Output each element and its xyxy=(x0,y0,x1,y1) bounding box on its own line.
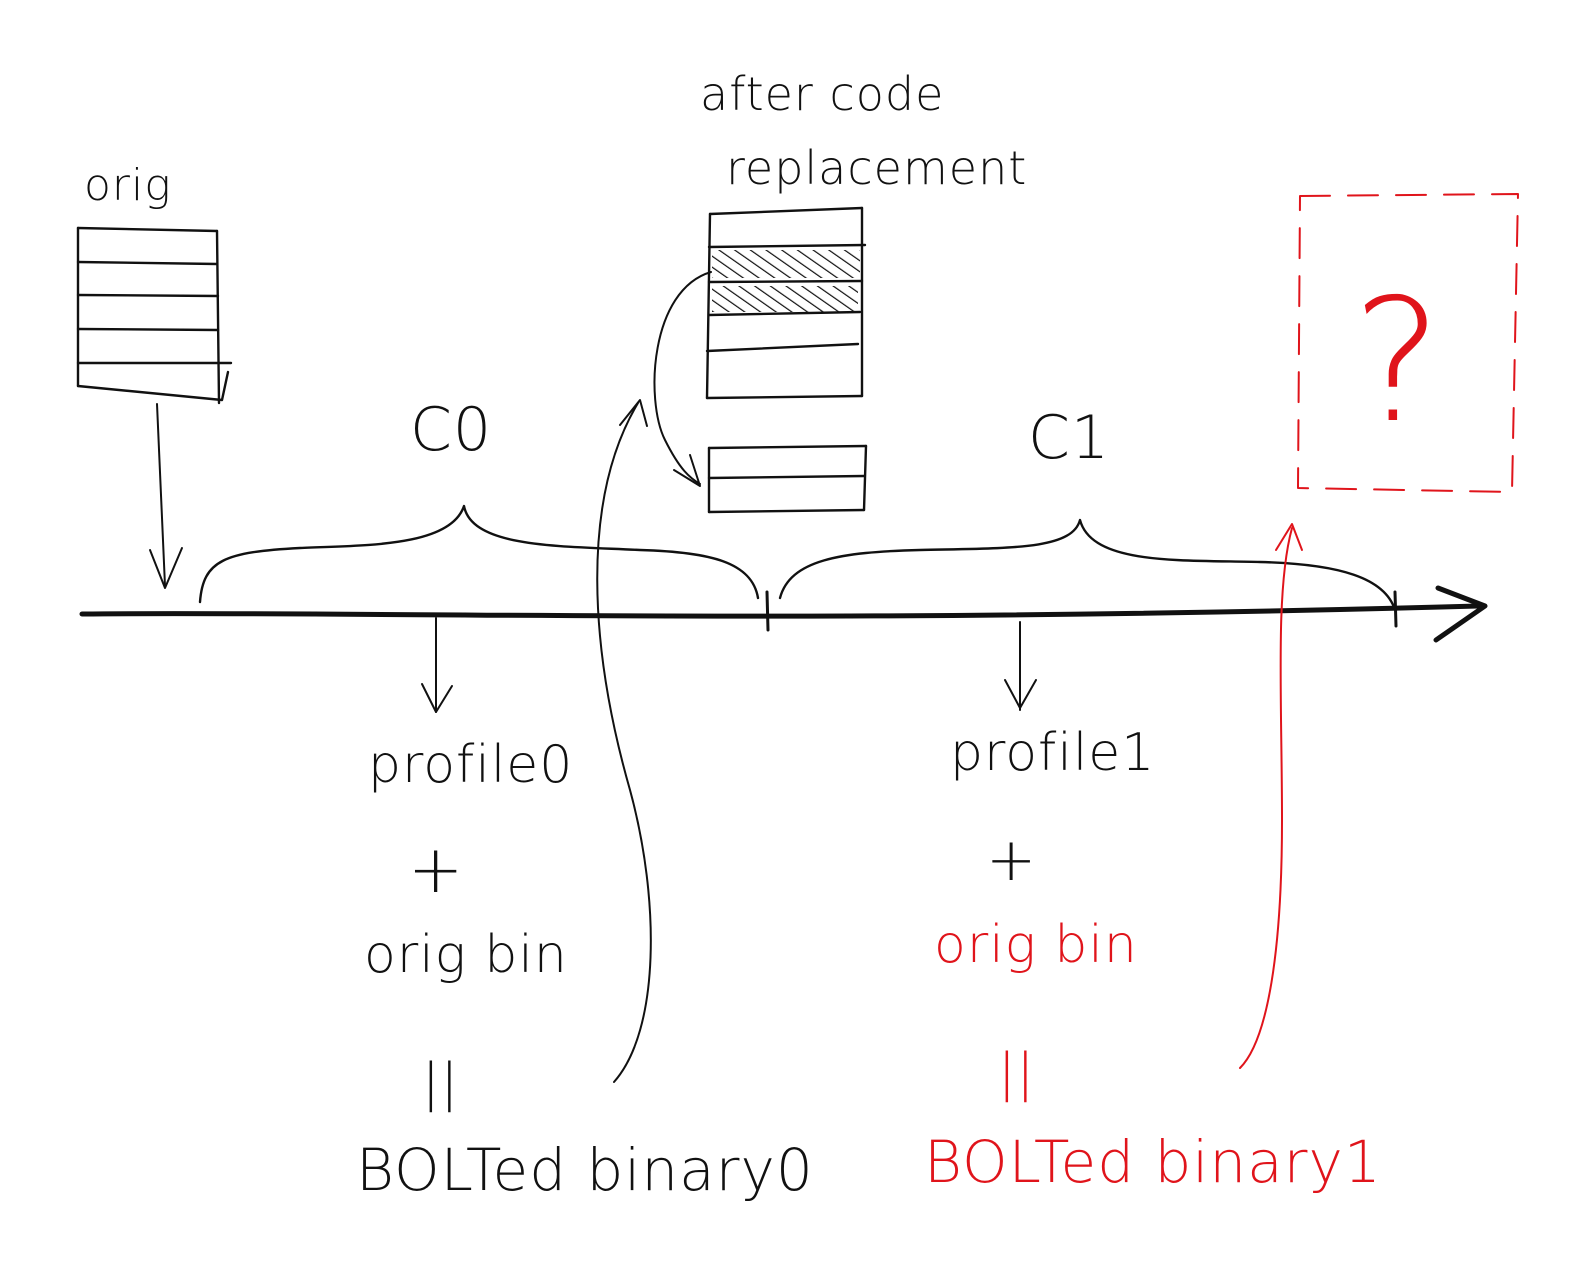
plus-left: + xyxy=(408,831,464,908)
after-code-label: after code xyxy=(700,67,944,121)
c0-label: C0 xyxy=(410,395,492,465)
hatched-row-1 xyxy=(712,250,860,278)
replacement-label: replacement xyxy=(726,141,1027,195)
relocated-code-block xyxy=(707,444,868,514)
bolted0-feedback-arrow xyxy=(596,399,652,1083)
profile1-label: profile1 xyxy=(950,723,1155,783)
orig-bin-left: orig bin xyxy=(364,925,568,985)
timeline-axis xyxy=(79,585,1488,643)
equals-right: || xyxy=(998,1043,1035,1103)
equals-left: || xyxy=(422,1053,459,1113)
orig-label: orig xyxy=(84,160,172,211)
orig-arrow xyxy=(149,403,183,589)
c0-brace xyxy=(198,504,760,604)
bolted1-feedback-arrow xyxy=(1239,523,1303,1069)
bolted-binary1-label: BOLTed binary1 xyxy=(924,1128,1382,1196)
c1-label: C1 xyxy=(1028,403,1110,473)
relocation-arrow xyxy=(653,271,712,487)
c1-profile-arrow xyxy=(1004,621,1037,711)
hatched-row-2 xyxy=(712,286,858,312)
c1-brace xyxy=(778,518,1397,612)
after-replacement-block xyxy=(705,206,867,400)
orig-binary-block xyxy=(76,226,233,405)
c0-profile-arrow xyxy=(421,617,453,713)
timeline-midpoint-tick xyxy=(765,590,770,632)
orig-bin-right: orig bin xyxy=(934,915,1138,975)
plus-right: + xyxy=(986,825,1037,895)
question-mark: ? xyxy=(1352,263,1443,461)
unknown-binary-box xyxy=(1297,193,1519,493)
bolted-binary0-label: BOLTed binary0 xyxy=(356,1136,814,1204)
profile0-label: profile0 xyxy=(368,735,573,795)
